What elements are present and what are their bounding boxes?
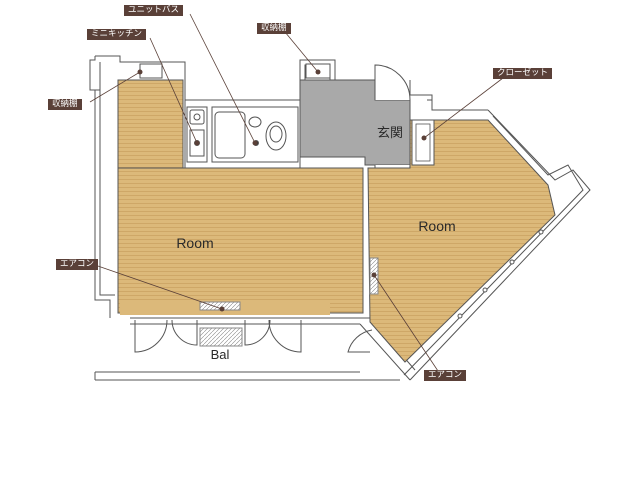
balcony-doors <box>134 319 373 353</box>
leader-dots <box>137 69 427 312</box>
room-left-area <box>117 167 364 314</box>
closet-tag: クローゼット <box>493 68 553 79</box>
storage-closet-left <box>117 79 184 169</box>
storage-left-tag: 収納棚 <box>48 99 82 110</box>
storage-boxes <box>139 63 331 79</box>
wet-area <box>184 99 323 169</box>
diagonal-window <box>457 229 544 319</box>
aircon-left-tag: エアコン <box>56 259 99 270</box>
balcony-label: Bal <box>211 347 230 362</box>
mini-kitchen-tag: ミニキッチン <box>87 29 147 40</box>
room-left-floor <box>117 79 364 315</box>
closet-right <box>411 119 435 166</box>
aircon-right-tag: エアコン <box>424 370 467 381</box>
storage-left-box <box>139 63 163 79</box>
room-right-floor <box>367 119 556 363</box>
unit-bath-tag: ユニットバス <box>124 5 184 16</box>
leader-lines <box>89 13 504 375</box>
room-left-label: Room <box>176 235 213 251</box>
storage-top-tag: 収納棚 <box>257 23 291 34</box>
room-right-label: Room <box>418 218 455 234</box>
entrance-label: 玄関 <box>377 125 403 140</box>
